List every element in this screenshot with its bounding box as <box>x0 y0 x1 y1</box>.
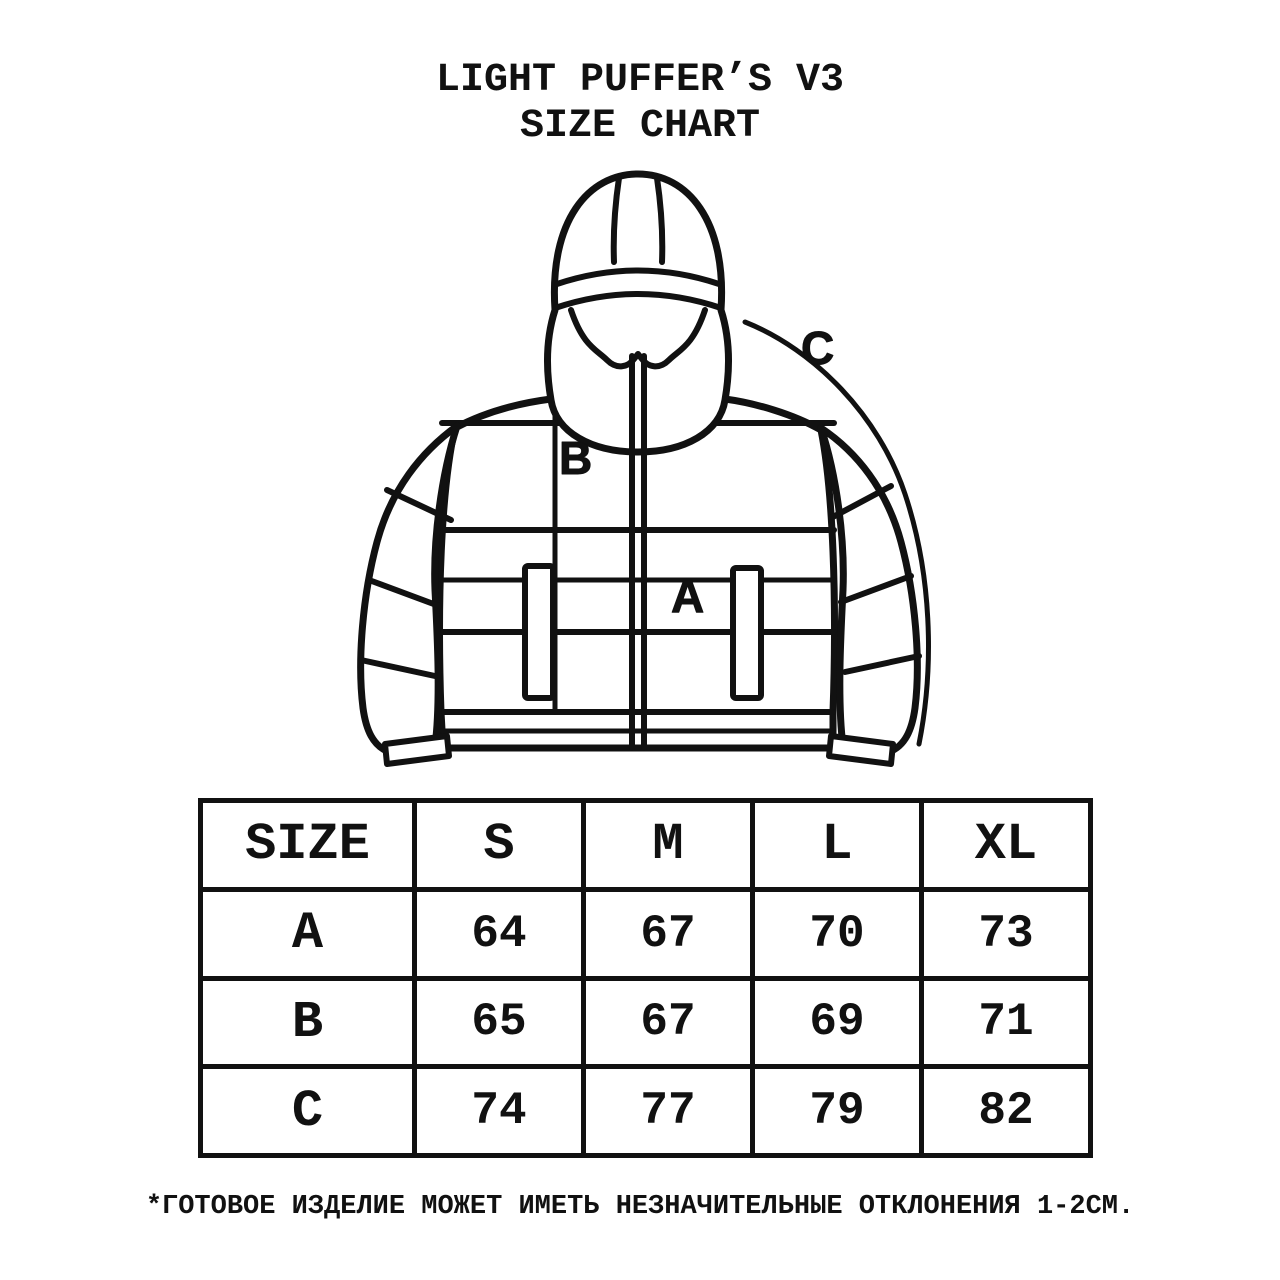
hood-face-opening <box>568 307 708 370</box>
row-label-a: A <box>198 886 417 981</box>
hood-brim-top <box>554 267 722 287</box>
right-sleeve-seam-1 <box>828 483 894 521</box>
page-title: LIGHT PUFFER’S V3 SIZE CHART <box>0 58 1280 150</box>
header-cell-size: SIZE <box>198 798 417 892</box>
puffer-jacket-diagram: B A C <box>357 170 931 767</box>
value-a-xl: 73 <box>919 886 1093 981</box>
left-pocket-zip <box>522 563 556 701</box>
left-sleeve-seam-1 <box>384 487 454 523</box>
jacket-right-sleeve <box>817 424 922 767</box>
page-title-line1: LIGHT PUFFER’S V3 <box>435 58 845 103</box>
header-cell-l: L <box>750 798 924 892</box>
value-c-l: 79 <box>750 1064 924 1158</box>
measurement-arc-c <box>742 319 931 747</box>
label-c: C <box>801 322 834 374</box>
label-a: A <box>671 570 704 622</box>
left-sleeve-seam-2 <box>366 577 442 609</box>
label-b: B <box>559 432 592 484</box>
right-pocket-zip <box>730 565 764 701</box>
value-c-m: 77 <box>581 1064 755 1158</box>
value-a-s: 64 <box>412 886 586 981</box>
right-sleeve-seam-3 <box>842 653 922 675</box>
table-row-a: A 64 67 70 73 <box>198 886 1093 981</box>
table-row-b: B 65 67 69 71 <box>198 975 1093 1070</box>
value-a-l: 70 <box>750 886 924 981</box>
page-title-line2: SIZE CHART <box>519 104 761 149</box>
size-table: SIZE S M L XL A 64 67 70 73 B 65 67 69 7… <box>198 798 1093 1158</box>
row-label-c: C <box>198 1064 417 1158</box>
hood-brim-bottom <box>552 291 724 311</box>
value-b-xl: 71 <box>919 975 1093 1070</box>
table-row-c: C 74 77 79 82 <box>198 1064 1093 1158</box>
value-c-s: 74 <box>412 1064 586 1158</box>
value-b-s: 65 <box>412 975 586 1070</box>
header-cell-xl: XL <box>919 798 1093 892</box>
header-cell-s: S <box>412 798 586 892</box>
jacket-hood <box>544 170 732 456</box>
footnote: *ГОТОВОЕ ИЗДЕЛИЕ МОЖЕТ ИМЕТЬ НЕЗНАЧИТЕЛЬ… <box>145 1192 1135 1222</box>
left-sleeve-seam-3 <box>358 657 438 679</box>
jacket-left-sleeve <box>357 422 461 767</box>
table-header-row: SIZE S M L XL <box>198 798 1093 892</box>
value-a-m: 67 <box>581 886 755 981</box>
left-cuff-tab <box>382 733 452 767</box>
right-cuff-tab <box>826 733 896 767</box>
value-b-m: 67 <box>581 975 755 1070</box>
value-b-l: 69 <box>750 975 924 1070</box>
hood-seam-right <box>654 175 666 265</box>
header-cell-m: M <box>581 798 755 892</box>
hood-seam-left <box>610 175 622 265</box>
jacket-zipper <box>629 353 647 751</box>
row-label-b: B <box>198 975 417 1070</box>
right-sleeve-seam-2 <box>838 573 914 605</box>
value-c-xl: 82 <box>919 1064 1093 1158</box>
jacket-torso <box>436 391 838 752</box>
